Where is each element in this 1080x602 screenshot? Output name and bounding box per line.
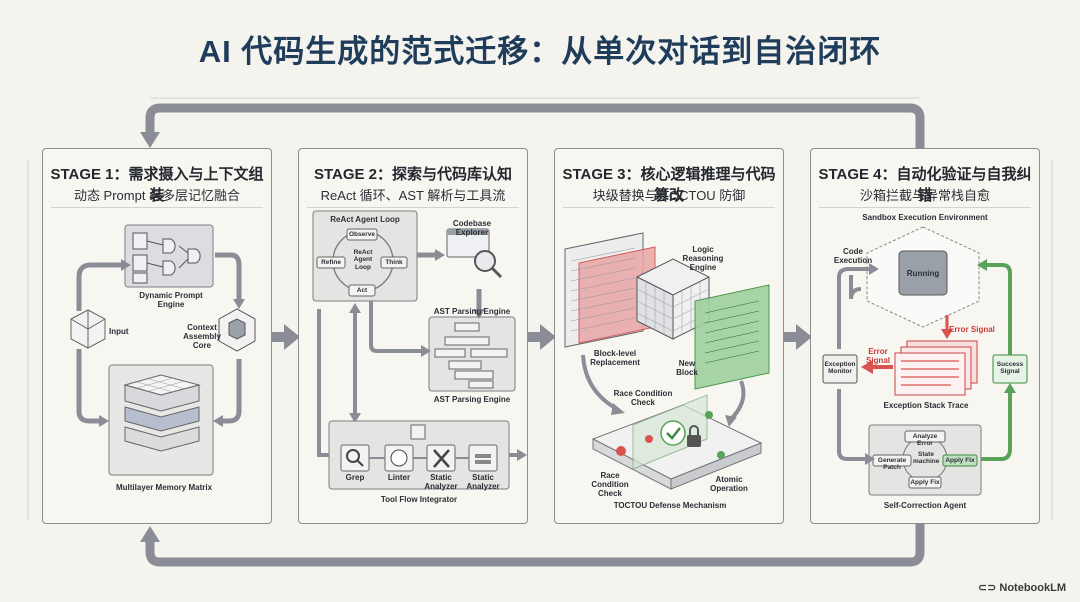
notebooklm-watermark: ⊂⊃ NotebookLM xyxy=(978,581,1066,594)
stage-4-title: STAGE 4：自动化验证与自我纠错 xyxy=(818,166,1032,204)
generate-patch-node: Generate Patch xyxy=(877,457,907,472)
apply-fix-2-node: Apply Fix xyxy=(910,479,940,486)
stage-2-panel: STAGE 2：探索与代码库认知 ReAct 循环、AST 解析与工具流 xyxy=(298,148,528,524)
notebooklm-logo-icon: ⊂⊃ xyxy=(977,582,1000,594)
react-center-label: ReAct Agent Loop xyxy=(353,249,373,271)
stage-arrow-1-2 xyxy=(272,324,300,350)
codebase-explorer-label: Codebase Explorer xyxy=(452,219,492,238)
race-check-left-label: Race Condition Check xyxy=(591,471,629,499)
tool-flow-label: Tool Flow Integrator xyxy=(380,495,458,504)
static-analyzer-1-label: Static Analyzer xyxy=(424,473,458,492)
input-label: Input xyxy=(109,327,129,336)
sandbox-label: Sandbox Execution Environment xyxy=(862,213,988,222)
static-analyzer-2-label: Static Analyzer xyxy=(466,473,500,492)
stage-1-panel: STAGE 1：需求摄入与上下文组装 动态 Prompt 与多层记忆融合 xyxy=(42,148,272,524)
stage-4-subtitle: 沙箱拦截与异常栈自愈 xyxy=(859,188,990,203)
stage-3-title: STAGE 3：核心逻辑推理与代码篡改 xyxy=(562,166,776,204)
self-correction-label: Self-Correction Agent xyxy=(883,501,967,510)
error-signal-1-label: Error Signal xyxy=(949,325,995,334)
code-execution-label: Code Execution xyxy=(833,247,873,266)
new-block-label: New Block xyxy=(676,359,698,378)
stack-trace-label: Exception Stack Trace xyxy=(883,401,969,410)
block-replacement-label: Block-level Replacement xyxy=(590,349,640,368)
refine-node: Refine xyxy=(321,259,341,266)
analyze-error-node: Analyze Error xyxy=(912,433,938,448)
stage-3-panel: STAGE 3：核心逻辑推理与代码篡改 块级替换与 TOCTOU 防御 xyxy=(554,148,784,524)
linter-tool-label: Linter xyxy=(387,473,411,482)
grep-tool-label: Grep xyxy=(345,473,365,482)
ast-engine-top-label: AST Parsing Engine xyxy=(433,307,511,316)
stage-1-title: STAGE 1：需求摄入与上下文组装 xyxy=(50,166,264,204)
stage-4-panel: STAGE 4：自动化验证与自我纠错 沙箱拦截与异常栈自愈 xyxy=(810,148,1040,524)
stage-arrow-2-3 xyxy=(528,324,556,350)
error-signal-2-label: Error Signal xyxy=(865,347,890,366)
watermark-text: NotebookLM xyxy=(999,582,1066,594)
stage-1-illustration xyxy=(70,224,256,476)
stage-1-subtitle: 动态 Prompt 与多层记忆融合 xyxy=(73,188,241,203)
stage-2-subtitle: ReAct 循环、AST 解析与工具流 xyxy=(320,188,506,203)
context-core-label: Context Assembly Core xyxy=(183,323,221,351)
exception-monitor-label: Exception Monitor xyxy=(824,361,856,376)
success-signal-label: Success Signal xyxy=(996,361,1024,376)
atomic-op-label: Atomic Operation xyxy=(710,475,748,494)
memory-matrix-label: Multilayer Memory Matrix xyxy=(115,483,213,492)
logic-engine-label: Logic Reasoning Engine xyxy=(682,245,724,273)
top-loop-arrow xyxy=(145,103,925,150)
bottom-loop-arrow xyxy=(145,522,925,567)
stage-3-subtitle: 块级替换与 TOCTOU 防御 xyxy=(592,188,746,203)
stage-2-title: STAGE 2：探索与代码库认知 xyxy=(313,166,513,183)
page-title: AI 代码生成的范式迁移：从单次对话到自治闭环 xyxy=(198,34,882,69)
race-check-top-label: Race Condition Check xyxy=(613,389,673,408)
observe-node: Observe xyxy=(348,231,376,238)
stage-arrow-3-4 xyxy=(784,324,812,350)
state-machine-label: State machine xyxy=(913,451,940,466)
react-loop-label: ReAct Agent Loop xyxy=(330,215,400,224)
think-node: Think xyxy=(385,259,403,266)
stage-3-illustration xyxy=(564,232,770,490)
toctou-label: TOCTOU Defense Mechanism xyxy=(613,501,727,510)
apply-fix-1-node: Apply Fix xyxy=(945,457,975,464)
act-node: Act xyxy=(356,287,368,294)
ast-engine-bottom-label: AST Parsing Engine xyxy=(433,395,511,404)
running-label: Running xyxy=(906,269,940,278)
stage-2-illustration xyxy=(312,210,527,490)
prompt-engine-label: Dynamic Prompt Engine xyxy=(139,291,203,310)
stage-4-illustration xyxy=(822,226,1028,496)
